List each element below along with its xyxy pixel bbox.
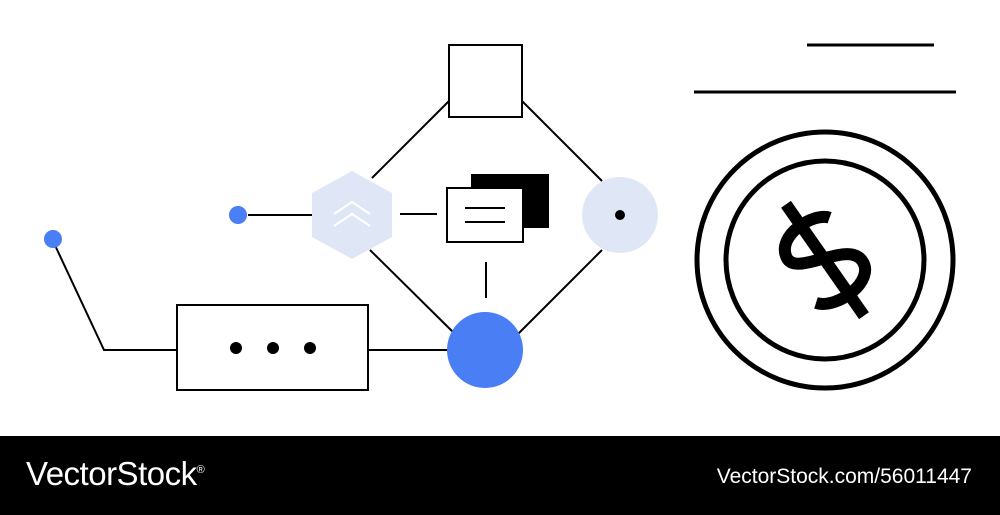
vectorstock-logo: VectorStock® [26, 455, 205, 493]
stacked-documents-icon [446, 174, 549, 243]
registered-mark: ® [196, 464, 205, 476]
hexagon-chevrons-icon [312, 171, 392, 259]
decorative-lines [694, 43, 956, 94]
blue-endpoint-dot [44, 230, 62, 248]
image-id-label: VectorStock.com/56011447 [716, 465, 972, 488]
blue-circle-node-icon [447, 312, 523, 388]
dollar-coin-icon [694, 129, 956, 391]
brand-name: VectorStock [26, 455, 197, 492]
light-circle-dot-icon [582, 177, 658, 253]
square-node-icon [448, 44, 523, 118]
diamond-connectors [52, 100, 603, 351]
ellipsis-box-icon [176, 304, 369, 391]
blue-endpoint-dot [229, 206, 247, 224]
watermark-footer-bar: VectorStock® VectorStock.com/56011447 [0, 436, 1000, 515]
network-finance-illustration [44, 43, 956, 391]
